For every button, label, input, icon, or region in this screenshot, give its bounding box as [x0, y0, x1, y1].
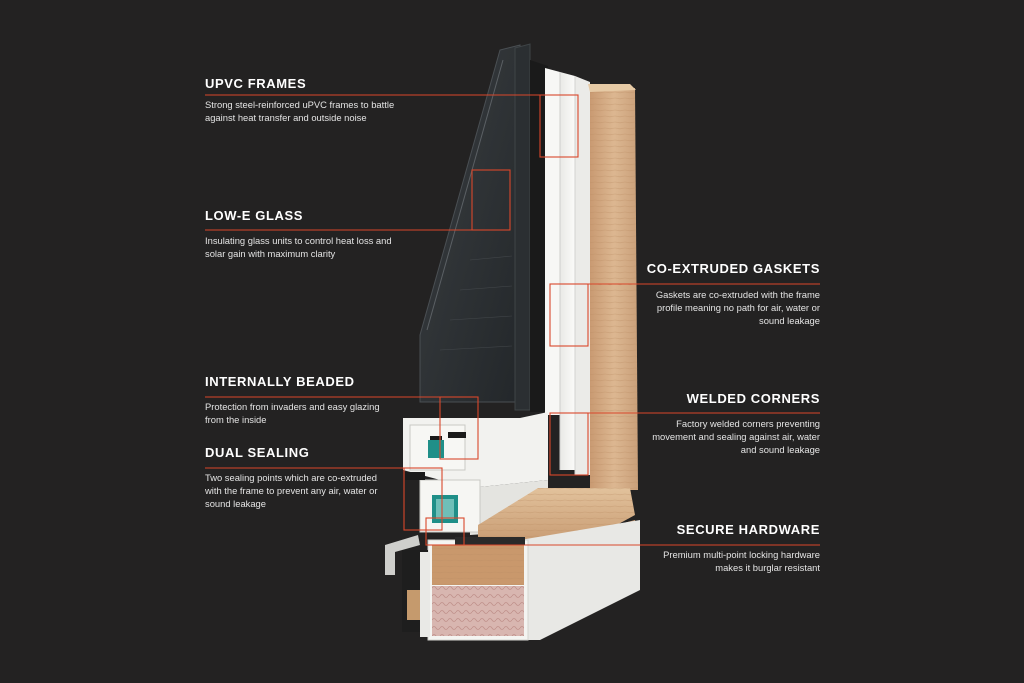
- callout-dual-sealing: DUAL SEALING Two sealing points which ar…: [205, 445, 420, 515]
- highlight-dual-sealing: [403, 467, 443, 531]
- sash-gasket-strip: [530, 60, 548, 412]
- callout-low-e-glass: LOW-E GLASS Insulating glass units to co…: [205, 208, 425, 268]
- wall-base: [520, 520, 640, 640]
- highlight-upvc-frames: [539, 94, 579, 158]
- callout-internally-beaded: INTERNALLY BEADED Protection from invade…: [205, 374, 420, 434]
- upvc-vertical-frame: [545, 68, 590, 475]
- callout-description: Gaskets are co-extruded with the frame p…: [655, 289, 820, 326]
- highlight-welded-corners: [549, 412, 589, 476]
- callout-secure-hardware: SECURE HARDWARE Premium multi-point lock…: [600, 522, 820, 582]
- callout-title: INTERNALLY BEADED: [205, 374, 355, 389]
- callout-description: Insulating glass units to control heat l…: [205, 235, 392, 259]
- callout-description: Strong steel-reinforced uPVC frames to b…: [205, 99, 395, 123]
- glass-reflections: [439, 255, 513, 351]
- highlight-co-extruded-gaskets: [549, 283, 589, 347]
- glass-pane-inner: [514, 43, 531, 411]
- callout-title: LOW-E GLASS: [205, 208, 304, 223]
- callout-title: SECURE HARDWARE: [676, 522, 820, 537]
- callout-description: Two sealing points which are co-extruded…: [205, 472, 378, 509]
- callout-title: UPVC FRAMES: [205, 76, 307, 91]
- callout-title: DUAL SEALING: [205, 445, 310, 460]
- highlight-internally-beaded: [439, 396, 479, 460]
- callout-co-extruded-gaskets: CO-EXTRUDED GASKETS Gaskets are co-extru…: [600, 261, 820, 331]
- callout-welded-corners: WELDED CORNERS Factory welded corners pr…: [600, 391, 820, 461]
- callout-description: Protection from invaders and easy glazin…: [205, 401, 380, 425]
- callout-leaders: [205, 94, 820, 546]
- callout-description: Premium multi-point locking hardware mak…: [663, 549, 820, 573]
- highlight-low-e-glass: [471, 169, 511, 231]
- callout-title: CO-EXTRUDED GASKETS: [646, 261, 820, 276]
- callout-title: WELDED CORNERS: [686, 391, 820, 406]
- callout-upvc-frames: UPVC FRAMES Strong steel-reinforced uPVC…: [205, 76, 420, 146]
- bottom-frame-section: [385, 535, 529, 641]
- wood-vertical-board: [588, 84, 638, 490]
- highlight-secure-hardware: [425, 517, 465, 546]
- callout-description: Factory welded corners preventing moveme…: [652, 418, 820, 455]
